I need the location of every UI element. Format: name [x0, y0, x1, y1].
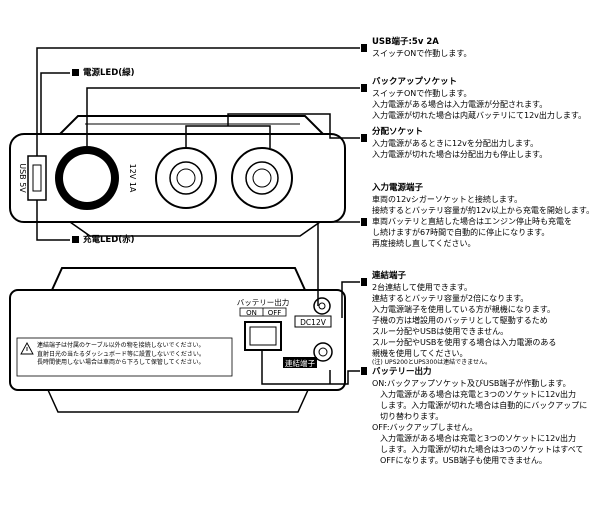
battery-switch-label: バッテリー出力: [237, 297, 290, 307]
device-front-view: [9, 115, 346, 237]
power-led-label: 電源LED(緑): [72, 68, 135, 78]
switch-off-label: OFF: [268, 309, 282, 317]
callout-split-socket: 分配ソケット 入力電源があるときに12vを分配出力します。 入力電源が切れた場合…: [372, 127, 548, 159]
dc-port-label: DC12V: [300, 318, 327, 327]
callout-lines: [36, 47, 360, 385]
usb-label: USB 5V: [18, 163, 27, 193]
callout-input-terminal: 入力電源端子 車両の12vシガーソケットと接続します。 接続するとバッテリ容量が…: [372, 183, 595, 248]
callout-backup-socket: バックアップソケット スイッチONで作動します。 入力電源がある場合は入力電源が…: [372, 77, 587, 120]
callout-battery-output: バッテリー出力 ON:バックアップソケット及びUSB端子が作動します。 入力電源…: [372, 367, 588, 465]
callout-link-terminal: 連結端子 2台連結して使用できます。 連結するとバッテリ容量が2倍になります。 …: [372, 271, 557, 366]
switch-on-label: ON: [246, 309, 257, 317]
callout-usb-port: USB端子:5v 2A スイッチONで作動します。: [372, 37, 472, 58]
socket-rating-label: 12V 1A: [128, 164, 137, 193]
device-rear-view: [9, 267, 346, 413]
warning-text: 連結端子は付属のケーブル以外の物を接続しないでください。 直射日光の当たるダッシ…: [37, 342, 205, 366]
link-port-label: 連結端子: [285, 358, 315, 368]
charge-led-label: 充電LED(赤): [72, 235, 135, 245]
